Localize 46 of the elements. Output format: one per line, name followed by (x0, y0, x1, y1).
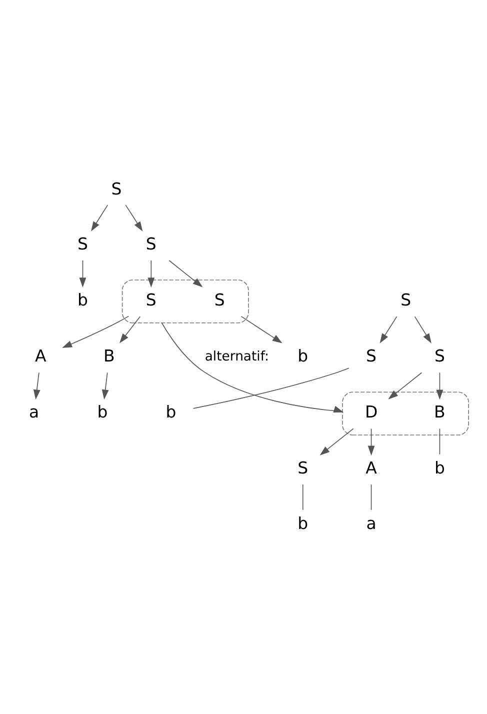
arrow (388, 372, 422, 399)
node-text: a (29, 402, 40, 422)
node-text: S (111, 178, 122, 198)
arrow (436, 372, 444, 400)
connector (302, 484, 304, 510)
arrow (320, 428, 354, 455)
connector (370, 484, 372, 510)
arrow (33, 372, 40, 400)
node-text: b (434, 458, 445, 478)
node-text: S (78, 234, 88, 253)
node-text: b (298, 513, 308, 532)
node-text: B (103, 346, 115, 366)
arrow (240, 316, 282, 343)
arrow (79, 260, 86, 287)
connector (439, 428, 440, 454)
arrow (91, 204, 108, 231)
arrow (148, 260, 155, 287)
arrow (102, 372, 109, 400)
node-text: S (298, 458, 308, 478)
arrow (368, 428, 375, 456)
arrow (62, 315, 130, 348)
arrow (119, 316, 141, 343)
node-text: A (35, 346, 46, 366)
node-text: D (364, 402, 378, 422)
arrow (168, 260, 203, 287)
node-text: A (366, 458, 377, 478)
node-text: b (166, 402, 176, 422)
arrow (161, 322, 344, 412)
arrow (125, 204, 143, 231)
node-text: S (400, 290, 412, 310)
node-text: S (146, 234, 156, 253)
cluster (342, 391, 469, 435)
arrow (414, 316, 432, 343)
node-text: B (434, 402, 446, 422)
node-text: b (97, 402, 108, 422)
edge-label: alternatif: (204, 349, 269, 364)
node-text: b (298, 346, 308, 366)
node-text: S (366, 346, 377, 366)
node-text: S (214, 290, 225, 310)
arrow (380, 316, 398, 343)
node-text: a (366, 513, 376, 532)
node-text: b (78, 290, 88, 310)
node-text: S (146, 290, 156, 310)
connector (192, 367, 350, 408)
node-text: S (434, 346, 445, 366)
cluster (122, 279, 249, 323)
